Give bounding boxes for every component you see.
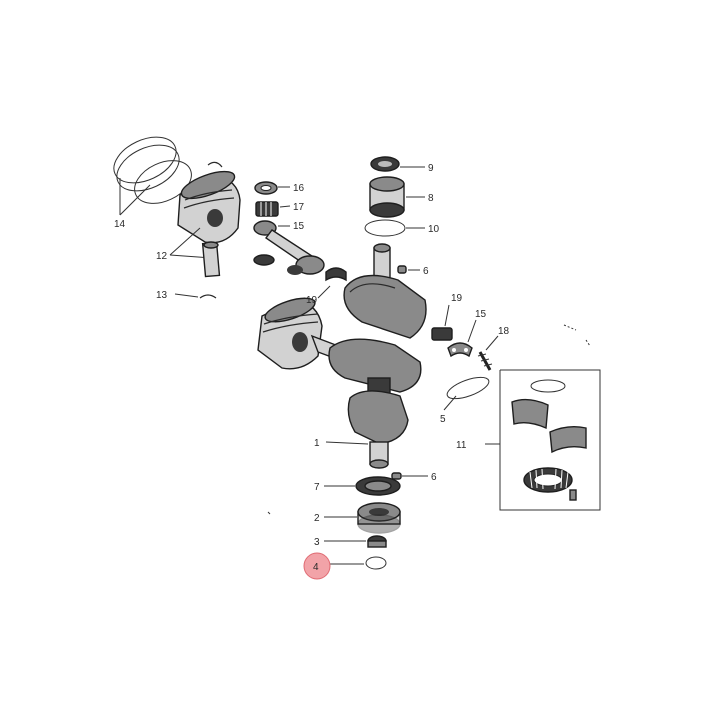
- callout-3[interactable]: 3: [314, 537, 320, 548]
- snap-ring-lower-part: [199, 294, 217, 299]
- bearing-kit-parts: [511, 379, 587, 501]
- lower-o-ring-part: [365, 556, 387, 570]
- crankshaft-part: [257, 243, 427, 469]
- callout-15-right[interactable]: 15: [475, 309, 487, 320]
- callout-18[interactable]: 18: [498, 326, 510, 337]
- callout-19-left[interactable]: 19: [306, 295, 318, 306]
- upper-o-ring-part: [364, 219, 406, 237]
- bearing-kit-box: [499, 369, 601, 511]
- callout-13[interactable]: 13: [156, 290, 168, 301]
- callout-15-upper[interactable]: 15: [293, 221, 305, 232]
- needle-bearing-upper-part: [255, 201, 279, 217]
- callout-1[interactable]: 1: [314, 438, 320, 449]
- upper-bearing-part: [369, 176, 405, 218]
- callout-8[interactable]: 8: [428, 193, 434, 204]
- callout-11[interactable]: 11: [456, 440, 467, 451]
- top-seal-part: [370, 156, 400, 172]
- woodruff-key-upper-part: [397, 265, 407, 274]
- callout-5[interactable]: 5: [440, 414, 446, 425]
- callout-10[interactable]: 10: [428, 224, 440, 235]
- rod-cap-washer-part: [253, 254, 275, 266]
- needle-cage-part: [325, 267, 347, 282]
- dash-marks: [267, 324, 591, 515]
- callout-6-lower[interactable]: 6: [431, 472, 437, 483]
- screw-part: [477, 351, 493, 371]
- callout-2[interactable]: 2: [314, 513, 320, 524]
- connecting-rod-part: [253, 220, 325, 275]
- lower-seal-part: [355, 476, 401, 496]
- snap-ring-upper-part: [207, 161, 223, 168]
- bearing-retainer-part: [447, 342, 473, 358]
- callout-7[interactable]: 7: [314, 482, 320, 493]
- callout-9[interactable]: 9: [428, 163, 434, 174]
- callout-12[interactable]: 12: [156, 251, 168, 262]
- callout-14[interactable]: 14: [114, 219, 126, 230]
- wrist-pin-part: [201, 241, 221, 278]
- lower-ball-bearing-part: [357, 502, 401, 534]
- upper-washer-part: [254, 181, 278, 195]
- callout-19-right[interactable]: 19: [451, 293, 463, 304]
- center-o-ring-part: [446, 376, 490, 400]
- callout-6-upper[interactable]: 6: [423, 266, 429, 277]
- upper-piston-part: [177, 170, 241, 244]
- lower-retainer-part: [367, 535, 387, 548]
- piston-rings-part: [113, 136, 192, 204]
- woodruff-key-lower-part: [391, 472, 402, 480]
- needle-cage-right-part: [431, 327, 453, 341]
- selected-callout-marker[interactable]: [303, 552, 331, 580]
- callout-16[interactable]: 16: [293, 183, 305, 194]
- callout-17[interactable]: 17: [293, 202, 305, 213]
- callout-4[interactable]: 4: [313, 562, 319, 573]
